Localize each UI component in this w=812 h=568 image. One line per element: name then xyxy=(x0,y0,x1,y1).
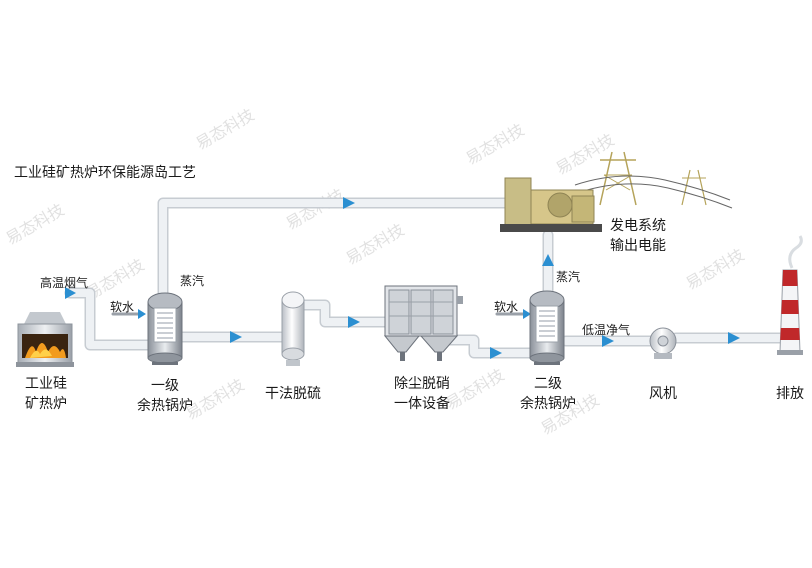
caption-line: 余热锅炉 xyxy=(137,398,193,414)
caption-dust-denitration-unit: 除尘脱硝 一体设备 xyxy=(380,374,464,414)
label-low-temp-clean-gas: 低温净气 xyxy=(582,323,631,337)
flow-arrow-icon xyxy=(348,316,360,328)
flow-arrow-icon xyxy=(230,331,242,343)
flow-arrows xyxy=(65,197,740,359)
caption-line: 排放 xyxy=(776,386,804,402)
watermark-text: 易态科技 xyxy=(3,200,68,248)
watermark-text: 易态科技 xyxy=(683,245,748,293)
caption-boiler2: 二级 余热锅炉 xyxy=(510,374,586,414)
caption-line: 干法脱硫 xyxy=(265,386,321,402)
furnace-graphic xyxy=(16,312,74,367)
dust-unit-graphic xyxy=(383,285,463,361)
caption-line: 一体设备 xyxy=(394,396,450,412)
generator-graphic xyxy=(500,151,733,232)
flow-arrow-icon xyxy=(138,309,146,319)
page-title: 工业硅矿热炉环保能源岛工艺 xyxy=(14,165,196,181)
caption-line: 除尘脱硝 xyxy=(394,376,450,392)
label-power-line2: 输出电能 xyxy=(610,238,666,254)
watermark-text: 易态科技 xyxy=(283,185,348,233)
flow-arrow-icon xyxy=(542,254,554,266)
flow-arrow-icon xyxy=(728,332,740,344)
label-steam-2: 蒸汽 xyxy=(556,270,581,284)
caption-line: 一级 xyxy=(151,378,179,394)
flow-arrow-icon xyxy=(65,287,76,299)
label-high-temp-flue-gas: 高温烟气 xyxy=(40,276,89,290)
label-power-line1: 发电系统 xyxy=(610,218,666,234)
watermark-text: 易态科技 xyxy=(463,120,528,168)
caption-chimney: 排放 xyxy=(768,384,812,404)
flow-arrow-icon xyxy=(490,347,502,359)
label-soft-water-1: 软水 xyxy=(110,300,135,314)
caption-line: 风机 xyxy=(649,386,677,402)
caption-line: 余热锅炉 xyxy=(520,396,576,412)
label-soft-water-2: 软水 xyxy=(494,300,519,314)
boiler1-graphic xyxy=(147,292,183,365)
caption-line: 矿热炉 xyxy=(25,396,67,412)
caption-line: 二级 xyxy=(534,376,562,392)
label-power-system: 发电系统 输出电能 xyxy=(610,216,666,256)
boiler2-graphic xyxy=(529,290,565,365)
label-steam-1: 蒸汽 xyxy=(180,274,205,288)
flow-arrow-icon xyxy=(602,335,614,347)
caption-furnace: 工业硅 矿热炉 xyxy=(14,374,78,414)
caption-line: 工业硅 xyxy=(25,376,67,392)
flow-arrow-icon xyxy=(523,309,531,319)
fan-graphic xyxy=(649,327,677,359)
flow-arrow-icon xyxy=(343,197,355,209)
watermark-text: 易态科技 xyxy=(343,220,408,268)
caption-boiler1: 一级 余热锅炉 xyxy=(127,376,203,416)
caption-desulfurization: 干法脱硫 xyxy=(253,384,333,404)
watermarks: 易态科技 易态科技 易态科技 易态科技 易态科技 易态科技 易态科技 易态科技 … xyxy=(3,105,748,438)
chimney-graphic xyxy=(777,235,803,355)
watermark-text: 易态科技 xyxy=(193,105,258,153)
caption-fan: 风机 xyxy=(638,384,688,404)
desulfur-graphic xyxy=(281,291,305,366)
